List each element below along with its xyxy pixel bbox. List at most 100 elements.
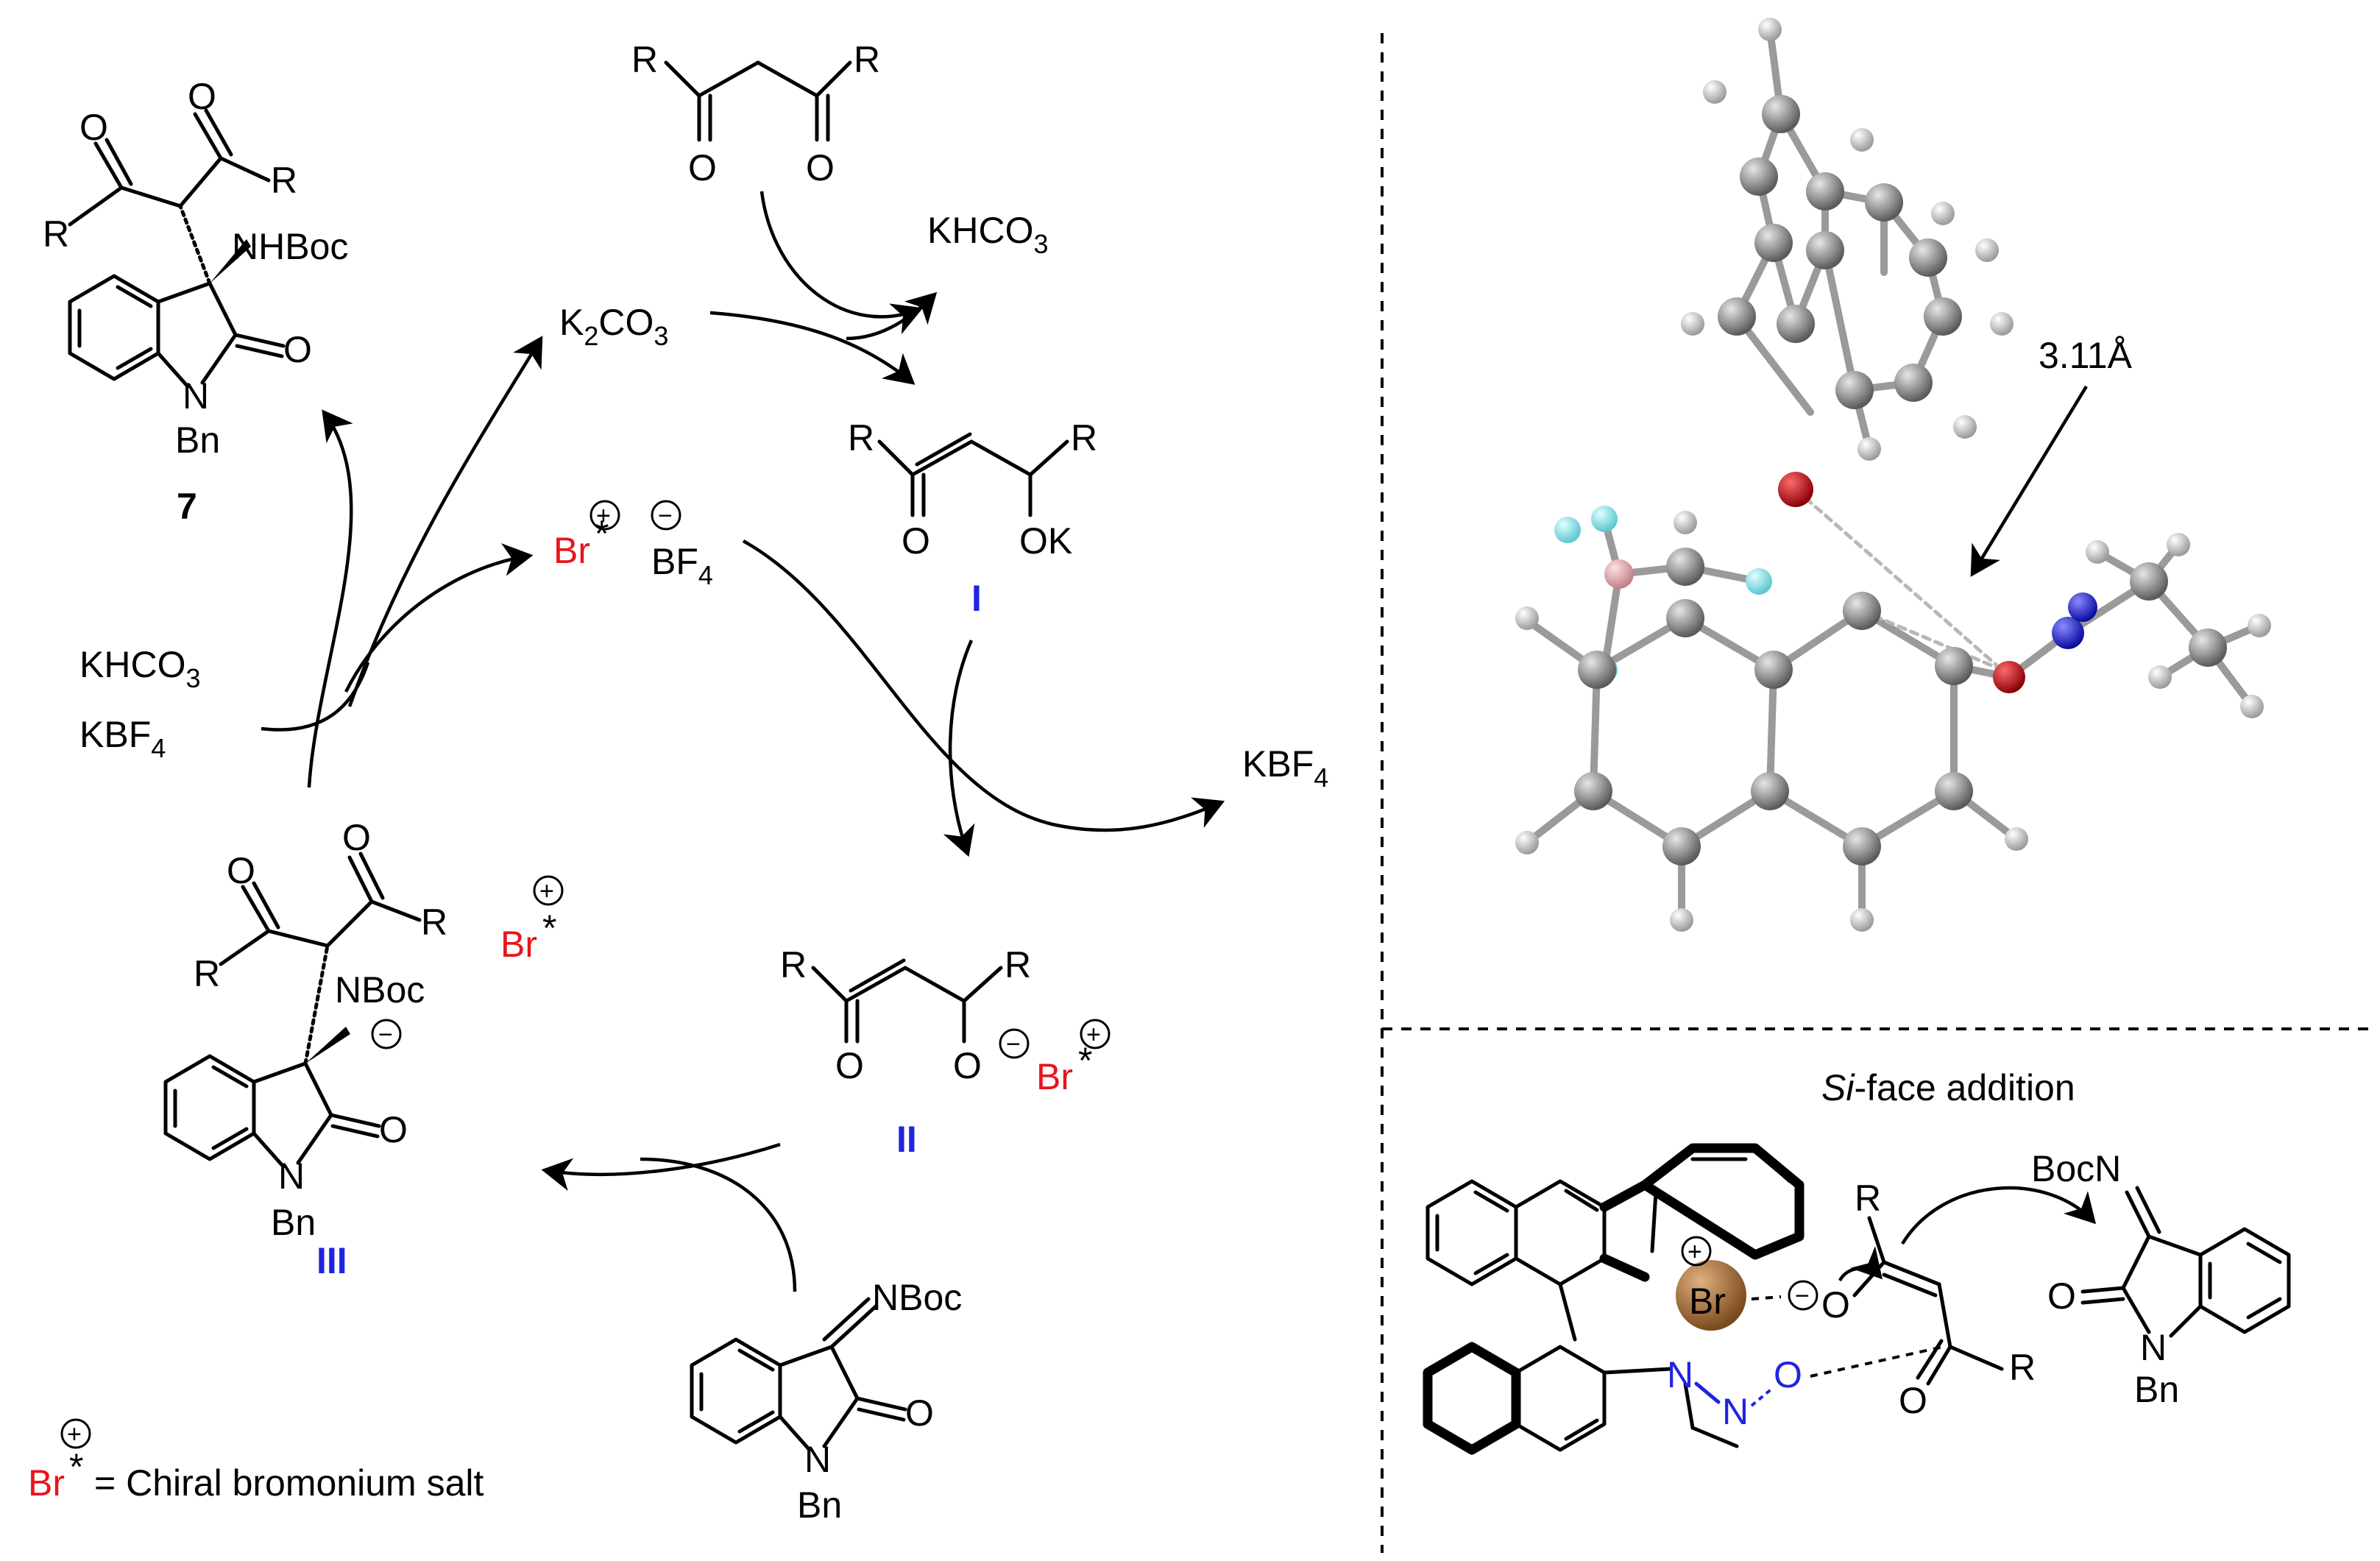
enolate-o: O — [902, 520, 930, 562]
adduct-bn: Bn — [271, 1202, 316, 1243]
bromonium-br: Br — [553, 530, 590, 571]
arrow-regen-k2co3 — [347, 336, 543, 707]
ion-pair-br-star: * — [1078, 1040, 1092, 1081]
ion-pair-r-left: R — [780, 944, 807, 985]
diketone-structure — [664, 60, 852, 142]
ketimine-nboc: NBoc — [872, 1277, 962, 1318]
si-face-ketimine-structure — [2080, 1186, 2291, 1338]
ketimine-o: O — [905, 1392, 934, 1434]
diketone-o-left: O — [688, 147, 717, 188]
minus-sign: − — [1006, 1030, 1021, 1058]
plus-sign: + — [67, 1420, 82, 1448]
k2co3: K2CO3 — [559, 302, 668, 351]
ketimine-structure — [690, 1297, 907, 1452]
minus-charge-icon — [371, 1019, 402, 1049]
si-face-bocn: BocN — [2031, 1148, 2121, 1189]
arrow-byproducts-in — [261, 662, 370, 732]
adduct-br: Br — [500, 924, 537, 965]
plus-charge-icon — [1080, 1019, 1111, 1049]
product-7-carbonyl-o: O — [283, 329, 312, 370]
product-7-r-left: R — [43, 213, 69, 255]
intermediate-III-label: III — [316, 1240, 347, 1281]
minus-charge-icon — [651, 500, 681, 531]
ion-pair-r-right: R — [1005, 944, 1031, 985]
arrow-ionpair-to-adduct — [541, 1142, 781, 1192]
si-face-attack-arrow — [1901, 1186, 2097, 1245]
legend-text: = Chiral bromonium salt — [94, 1462, 484, 1504]
bromonium-star: * — [595, 513, 609, 554]
ion-pair-o-left: O — [835, 1045, 864, 1086]
ts-3d-model — [1515, 18, 2271, 932]
plus-charge-icon — [1681, 1236, 1712, 1267]
si-face-catalyst-structure — [1423, 1143, 1805, 1455]
arrow-enolate-to-ionpair — [943, 640, 975, 857]
enolate-I-structure — [877, 432, 1069, 517]
arrow-k2co3-to-enolate — [709, 311, 915, 385]
khco3-left: KHCO3 — [79, 644, 201, 693]
product-7-bn: Bn — [175, 420, 220, 461]
si-face-r-right: R — [2009, 1347, 2036, 1388]
si-face-enolate-structure — [1852, 1216, 2004, 1386]
si-face-ketimine-bn: Bn — [2134, 1369, 2179, 1410]
enolate-r-left: R — [848, 417, 874, 459]
arrow-kbf4-release — [742, 539, 1225, 832]
intermediate-II-label: II — [896, 1119, 917, 1160]
ketimine-n: N — [804, 1439, 831, 1480]
arrow-regen-bromonium — [344, 543, 534, 693]
enolate-r-right: R — [1071, 417, 1097, 459]
minus-charge-icon — [999, 1028, 1030, 1059]
minus-sign: − — [1795, 1282, 1810, 1310]
adduct-carbonyl-o: O — [379, 1109, 408, 1150]
product-7-label: 7 — [177, 486, 197, 527]
minus-sign: − — [378, 1021, 393, 1049]
minus-sign: − — [658, 502, 673, 530]
adduct-br-star: * — [542, 907, 556, 949]
arrow-diketone-down — [759, 191, 924, 335]
plus-charge-icon — [60, 1418, 91, 1449]
intermediate-I-label: I — [971, 578, 982, 619]
minus-charge-icon — [1788, 1280, 1818, 1311]
adduct-r-left: R — [194, 953, 220, 994]
product-7-o-right: O — [188, 76, 216, 117]
nitroso-o: O — [1774, 1354, 1802, 1395]
adduct-o-left: O — [227, 850, 255, 891]
khco3-top: KHCO3 — [927, 210, 1049, 259]
product-7-structure — [68, 108, 286, 389]
product-7-nhboc: NHBoc — [232, 226, 348, 267]
legend-br: Br — [28, 1462, 65, 1504]
plus-sign: + — [1687, 1238, 1702, 1266]
plus-sign: + — [539, 877, 554, 905]
ion-pair-II-structure — [811, 958, 1003, 1044]
ketimine-bn: Bn — [797, 1484, 842, 1526]
si-face-ketimine-o: O — [2047, 1275, 2076, 1317]
diketone-r-right: R — [854, 39, 880, 80]
plus-charge-icon — [589, 500, 620, 531]
arrow-adduct-to-product — [307, 409, 353, 788]
arrow-khco3-release — [846, 291, 938, 341]
enolate-ok: OK — [1019, 520, 1072, 562]
si-face-title: Si-face addition — [1821, 1067, 2075, 1108]
adduct-r-right: R — [421, 902, 447, 943]
nitroso-n2: N — [1722, 1391, 1749, 1432]
diketone-r-left: R — [631, 39, 658, 80]
product-7-n: N — [183, 375, 209, 417]
distance-arrow — [1970, 385, 2088, 577]
bromine-sphere — [1676, 1260, 1746, 1331]
si-face-keto-o: O — [1899, 1380, 1927, 1421]
adduct-n: N — [278, 1155, 305, 1197]
plus-charge-icon — [533, 875, 564, 906]
adduct-nboc: NBoc — [335, 969, 425, 1010]
adduct-o-right: O — [342, 817, 371, 858]
bf4-counterion: BF4 — [651, 541, 713, 590]
legend-star: * — [69, 1446, 83, 1487]
si-face-r-top: R — [1855, 1178, 1881, 1219]
plus-sign: + — [1086, 1021, 1101, 1049]
si-face-enolate-o: O — [1821, 1284, 1850, 1325]
ion-pair-br: Br — [1036, 1056, 1073, 1097]
ion-pair-o-right: O — [953, 1045, 982, 1086]
si-face-ketimine-n: N — [2140, 1327, 2167, 1368]
product-7-o-left: O — [79, 107, 108, 148]
arrow-ketimine-in — [640, 1157, 797, 1292]
si-face-o-arrow — [1838, 1246, 1883, 1282]
